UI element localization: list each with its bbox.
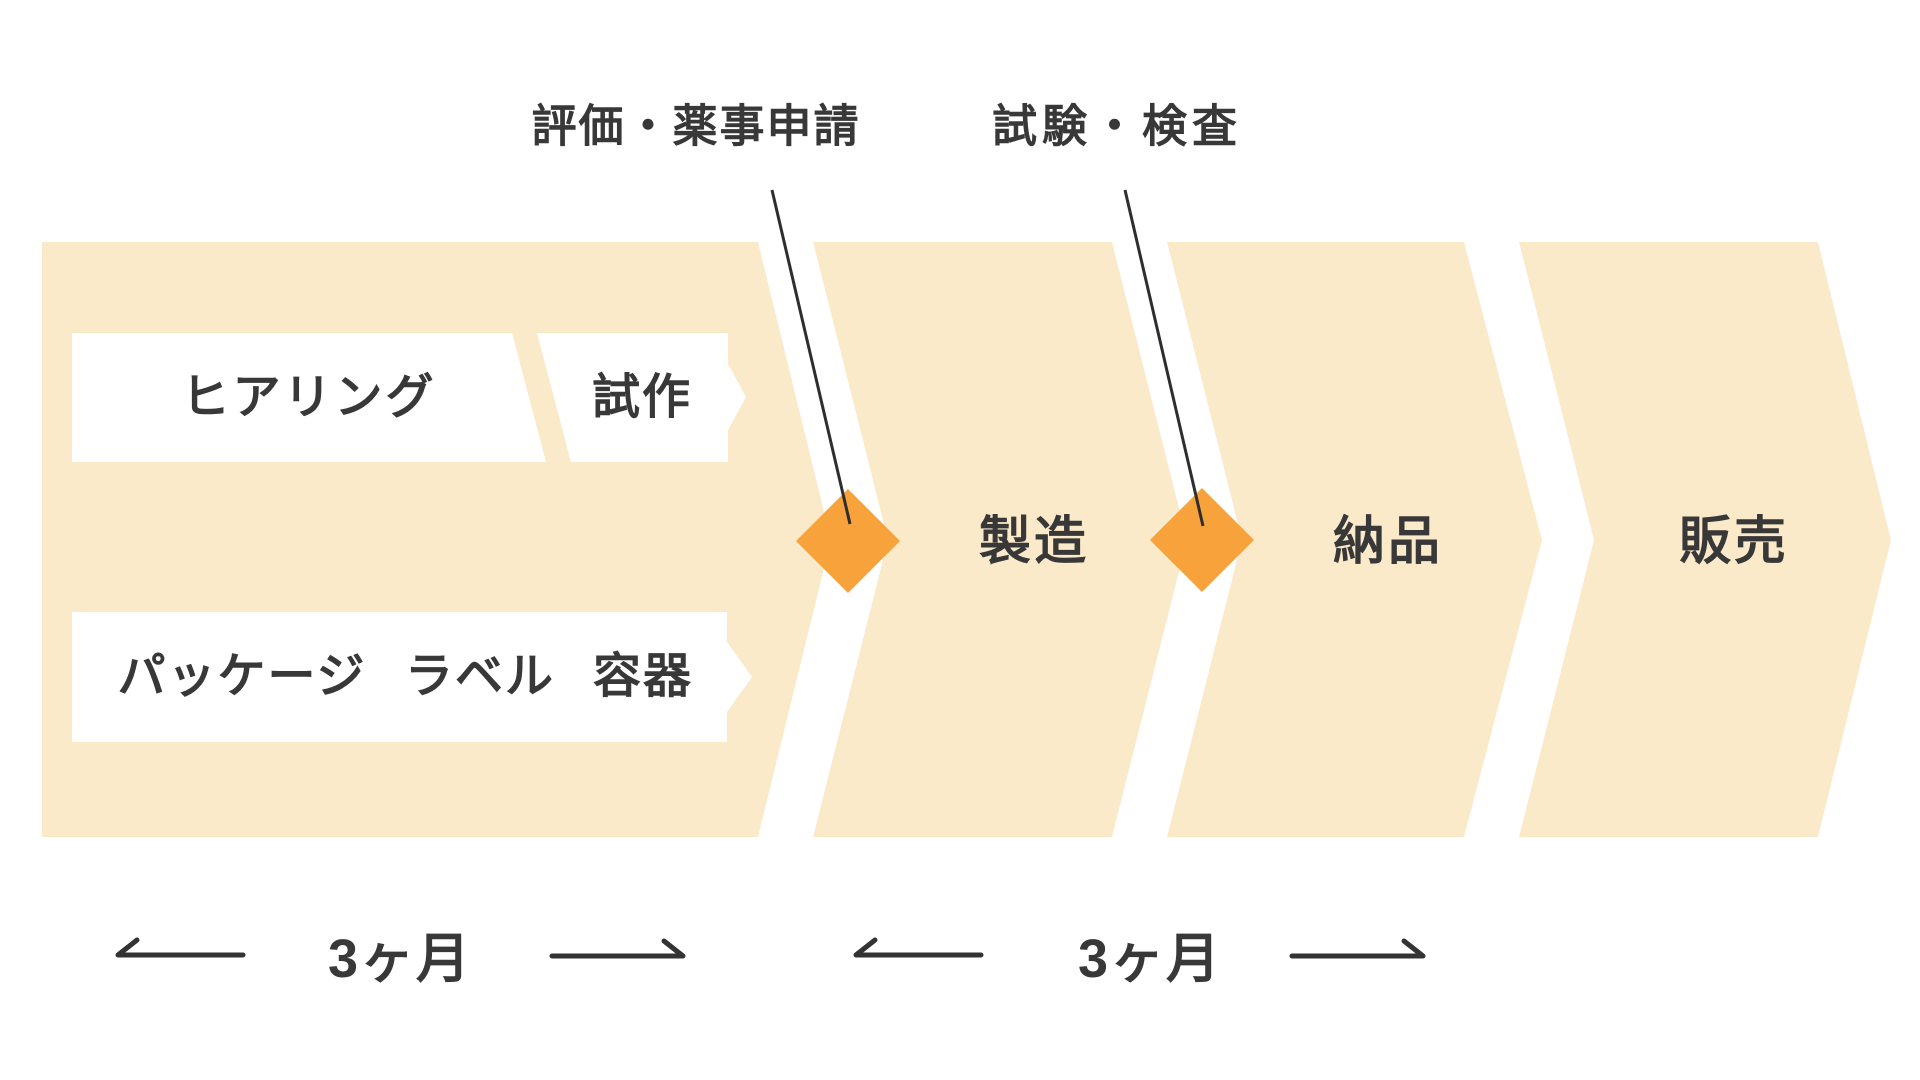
milestone-diamond-icon-1 — [796, 489, 900, 593]
step-piece-prototype — [537, 333, 746, 462]
step-label-package: パッケージ — [117, 650, 367, 703]
chevron-delivery — [1167, 242, 1542, 837]
annotation-line-2 — [1123, 189, 1205, 527]
annotation-label-evaluation: 評価・薬事申請 — [531, 100, 861, 152]
duration-label-1: 3ヶ月 — [327, 929, 473, 989]
chevron-development-phase — [42, 242, 831, 837]
duration-arrow-right-1 — [549, 938, 686, 959]
duration-label-2: 3ヶ月 — [1077, 929, 1223, 989]
annotation-line-1 — [770, 189, 852, 525]
annotation-label-testing: 試験・検査 — [991, 100, 1243, 152]
step-label-hearing: ヒアリング — [181, 371, 437, 424]
step-piece-packaging — [72, 612, 752, 742]
step-label-prototype: 試作 — [591, 371, 693, 424]
stage-label-sales: 販売 — [1678, 513, 1790, 571]
stage-label-delivery: 納品 — [1332, 513, 1444, 571]
duration-arrow-left-2 — [853, 937, 984, 958]
step-label-label: ラベル — [404, 650, 556, 703]
step-piece-hearing — [72, 333, 546, 462]
chevron-sales — [1519, 242, 1891, 837]
step-label-container: 容器 — [592, 650, 694, 703]
duration-arrow-left-1 — [115, 937, 246, 958]
milestone-diamond-icon-2 — [1150, 488, 1254, 592]
duration-arrow-right-2 — [1289, 938, 1426, 959]
stage-label-manufacturing: 製造 — [978, 513, 1090, 571]
chevron-manufacturing — [813, 242, 1187, 837]
